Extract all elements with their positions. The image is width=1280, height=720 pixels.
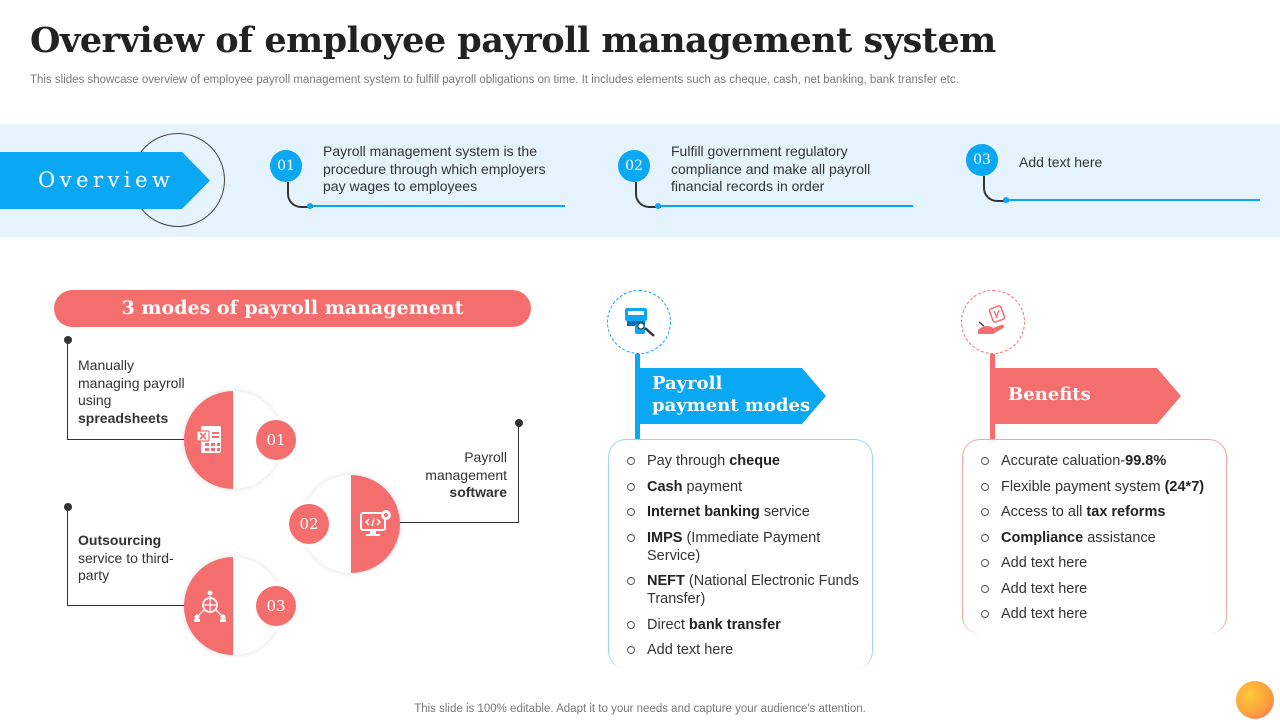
payment-item-2: Cash payment	[609, 478, 872, 496]
benefits-icon-circle	[961, 290, 1025, 354]
overview-dot-1	[307, 203, 313, 209]
payment-modes-card: Pay through cheque Cash payment Internet…	[608, 439, 873, 669]
overview-line-3	[1006, 199, 1260, 201]
page-title: Overview of employee payroll management …	[30, 20, 996, 61]
payment-item-7: Add text here	[609, 641, 872, 659]
overview-num-3: 03	[966, 144, 998, 176]
mode-3-text: Outsourcing service to third-party	[78, 532, 188, 585]
spreadsheet-icon	[196, 426, 221, 453]
overview-item-3-text: Add text here	[1019, 154, 1103, 170]
overview-line-2	[658, 205, 913, 207]
benefit-item-7: Add text here	[963, 605, 1226, 623]
mode-2-text-pre: Payroll management	[425, 449, 507, 483]
mode-1-dot	[64, 336, 72, 344]
overview-hook-3	[983, 176, 1009, 202]
mode-3-dot	[64, 503, 72, 511]
payment-item-4: IMPS (Immediate Payment Service)	[609, 529, 872, 565]
mode-1-connector	[67, 340, 201, 440]
payment-title-line1: Payroll	[652, 373, 723, 394]
overview-hook-2	[635, 182, 661, 208]
mode-1-num: 01	[256, 420, 296, 460]
payment-title-line2: payment modes	[652, 395, 811, 416]
mode-3-text-bold: Outsourcing	[78, 532, 162, 548]
modes-heading: 3 modes of payroll management	[54, 290, 531, 327]
mode-1-text-bold: spreadsheets	[78, 409, 169, 426]
mode-2-connector	[400, 423, 519, 523]
mode-1-text: Manually managing payroll using spreadsh…	[78, 357, 188, 427]
payment-item-6: Direct bank transfer	[609, 616, 872, 634]
benefits-card: Accurate caluation-99.8% Flexible paymen…	[962, 439, 1227, 634]
overview-label: Overview	[38, 168, 175, 192]
footer-note: This slide is 100% editable. Adapt it to…	[414, 703, 866, 715]
mode-2-num: 02	[289, 504, 329, 544]
payment-item-5: NEFT (National Electronic Funds Transfer…	[609, 572, 872, 608]
mode-2-dot	[515, 419, 523, 427]
page-subtitle: This slides showcase overview of employe…	[30, 74, 959, 86]
mode-3-num: 03	[256, 586, 296, 626]
overview-line-1	[310, 205, 565, 207]
payment-terminal-icon	[625, 308, 655, 337]
overview-hook-1	[287, 182, 313, 208]
overview-dot-3	[1003, 197, 1009, 203]
payment-item-3: Internet banking service	[609, 503, 872, 521]
benefits-list: Accurate caluation-99.8% Flexible paymen…	[963, 440, 1226, 623]
hand-money-icon	[978, 305, 1006, 334]
mode-2-text-bold: software	[449, 484, 507, 500]
overview-dot-2	[655, 203, 661, 209]
payment-icon-circle	[607, 290, 671, 354]
benefit-item-6: Add text here	[963, 580, 1226, 598]
overview-item-1-text: Payroll management system is the procedu…	[323, 143, 546, 194]
benefits-title: Benefits	[1008, 384, 1091, 405]
payment-flag: Payroll payment modes	[640, 368, 826, 424]
benefit-item-1: Accurate caluation-99.8%	[963, 452, 1226, 470]
benefit-item-3: Access to all tax reforms	[963, 503, 1226, 521]
global-network-icon	[194, 590, 226, 622]
mode-2-text: Payroll management software	[390, 449, 507, 502]
mode-3-connector	[67, 507, 201, 606]
mode-3-text-post: service to third-party	[78, 549, 174, 584]
benefits-pole	[990, 350, 995, 442]
payment-modes-list: Pay through cheque Cash payment Internet…	[609, 440, 872, 659]
software-icon	[360, 510, 391, 536]
corner-decoration	[1236, 681, 1274, 719]
payment-item-1: Pay through cheque	[609, 452, 872, 470]
overview-banner	[0, 152, 210, 209]
benefit-item-2: Flexible payment system (24*7)	[963, 478, 1226, 496]
benefit-item-4: Compliance assistance	[963, 529, 1226, 547]
overview-item-2-text: Fulfill government regulatory compliance…	[671, 143, 871, 194]
benefit-item-5: Add text here	[963, 554, 1226, 572]
benefits-flag: Benefits	[995, 368, 1181, 424]
overview-num-2: 02	[618, 150, 650, 182]
mode-1-text-pre: Manually managing payroll using	[78, 357, 185, 408]
overview-num-1: 01	[270, 150, 302, 182]
payment-pole	[635, 350, 640, 442]
